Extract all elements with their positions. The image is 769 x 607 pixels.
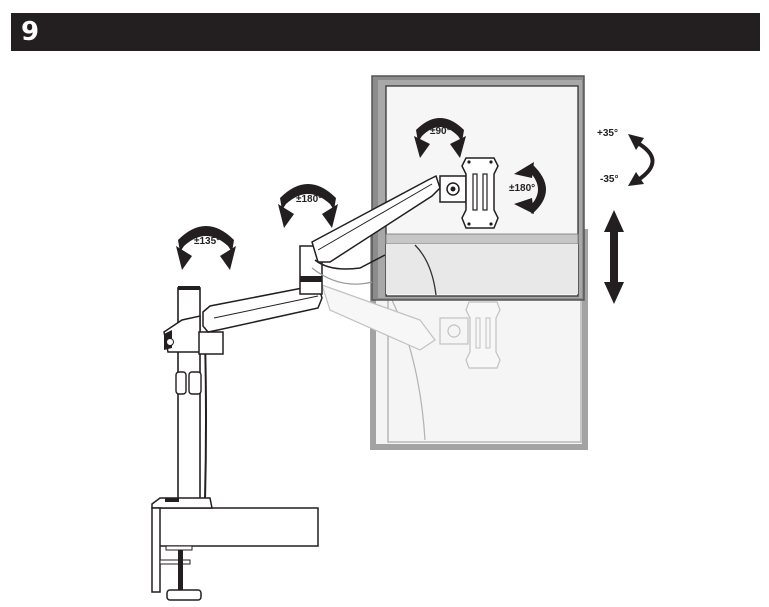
rotate-arrow-icon [514,162,546,214]
swivel-arrow-icon-head [414,118,466,158]
arm-swivel-label: ±180° [296,194,323,205]
tilt-up-label: +35° [597,128,618,139]
step-number: 9 [21,17,40,47]
step-header-bar: 9 [11,13,760,51]
swivel-arrow-icon-base [176,226,236,270]
base-swivel-label: ±135° [194,236,221,247]
lower-arm [163,284,323,355]
rotation-label: ±180° [509,183,536,194]
desk-clamp [151,497,319,601]
upper-arm [299,174,441,295]
tilt-down-label: -35° [600,174,619,185]
tilt-arrow-icon [628,134,655,186]
swivel-arrow-icon-arm [278,184,338,228]
height-arrow-icon [604,210,624,304]
head-swivel-label: ±90° [430,126,451,137]
vesa-head [439,157,499,229]
